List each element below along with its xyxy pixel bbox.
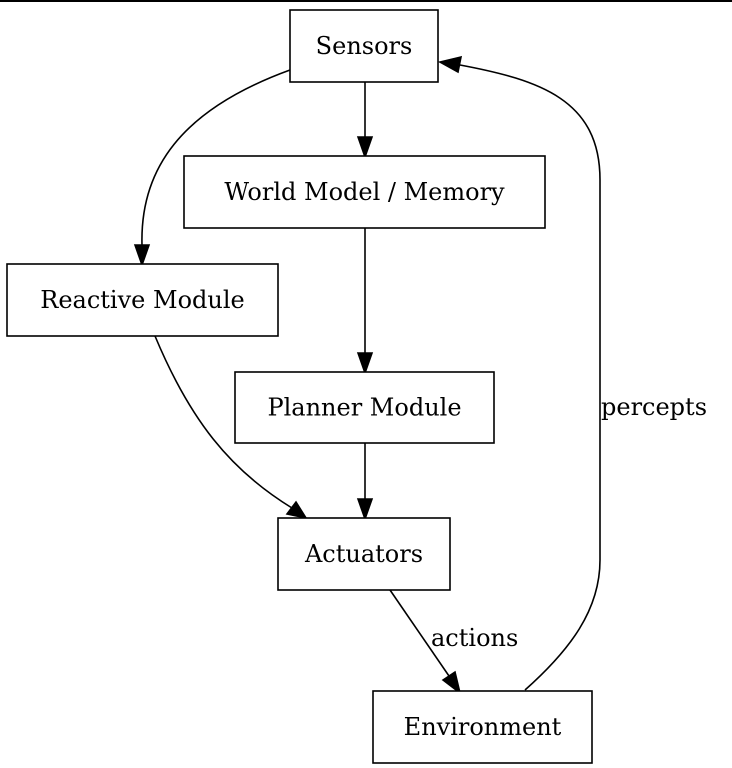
edge-environment-to-sensors (437, 55, 601, 691)
node-actuators: Actuators (277, 517, 451, 591)
node-sensors: Sensors (289, 9, 439, 83)
edge-sensors-to-reactive (133, 69, 291, 268)
edge-label-percepts: percepts (601, 393, 707, 421)
node-actuators-label: Actuators (304, 540, 423, 568)
edge-reactive-to-actuators (154, 335, 308, 520)
edge-sensors-to-world-model (356, 82, 374, 160)
node-environment: Environment (372, 690, 593, 764)
node-environment-label: Environment (404, 713, 562, 741)
node-world-model: World Model / Memory (183, 155, 546, 229)
edge-label-actions: actions (431, 624, 518, 652)
node-planner-label: Planner Module (267, 394, 461, 422)
edge-world-model-to-planner (356, 228, 374, 376)
node-reactive-label: Reactive Module (40, 286, 244, 314)
node-world-model-label: World Model / Memory (224, 178, 505, 206)
edge-actuators-to-environment (389, 589, 462, 696)
node-sensors-label: Sensors (316, 32, 413, 60)
edge-planner-to-actuators (356, 443, 374, 522)
node-reactive: Reactive Module (6, 263, 279, 337)
node-planner: Planner Module (234, 371, 495, 444)
